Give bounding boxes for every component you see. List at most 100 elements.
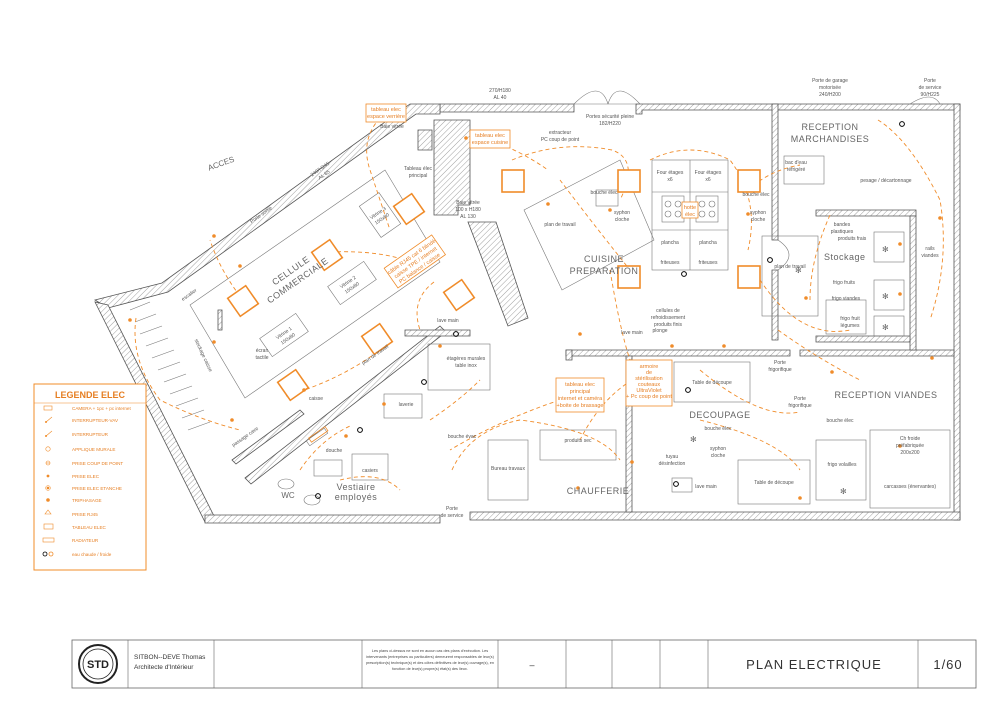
rj45-icon bbox=[44, 509, 52, 515]
bouche-evac: bouche évac bbox=[448, 434, 477, 440]
porte-garage-1: Porte de garage bbox=[812, 78, 848, 84]
svg-text:tableau elec: tableau elec bbox=[565, 382, 595, 388]
disclaimer-line-1: Les plans ci-dessus ne sont en aucun cas… bbox=[372, 649, 488, 653]
room-reception-marchandises-line1: RECEPTION bbox=[801, 122, 858, 132]
room-vestiaire-line2: employés bbox=[335, 492, 378, 502]
caisse: caisse bbox=[309, 396, 323, 402]
baie-side-2: 100 x H180 bbox=[455, 207, 481, 213]
switch-vav-icon bbox=[45, 416, 53, 423]
legend-item-1: INTERRUPTEUR-VAV bbox=[72, 418, 119, 423]
callout-hotte: hotte élec bbox=[681, 201, 699, 219]
frigo-laitages-1: frigo fruit bbox=[840, 316, 860, 322]
legend-item-4: PRISE COUP DE POINT bbox=[72, 461, 123, 466]
svg-text:internet et caméra: internet et caméra bbox=[558, 396, 603, 402]
electrical-symbols: ✻ ✻ ✻ ✻ ✻ ✻ bbox=[128, 121, 942, 500]
callout-armoire: armoire de stérilisation couteaux UltraV… bbox=[625, 359, 673, 407]
porte-frigo-1b: frigorifique bbox=[768, 367, 792, 373]
svg-text:✻: ✻ bbox=[690, 435, 697, 444]
porte-frigo-2b: frigorifique bbox=[788, 403, 812, 409]
bandes-2: plastiques bbox=[831, 229, 854, 235]
room-cuisine-line2: PREPARATION bbox=[570, 266, 639, 276]
bac-2: réfrigéré bbox=[787, 167, 806, 173]
four-2b: x6 bbox=[705, 177, 711, 183]
room-cuisine-line1: CUISINE bbox=[584, 254, 624, 264]
callout-tableau-principal: tableau elec principal internet et camér… bbox=[555, 377, 605, 413]
cellules-1: cellules de bbox=[656, 308, 680, 314]
produits-sec: produits sec bbox=[565, 438, 592, 444]
bouche-elec-1: bouche élec bbox=[591, 190, 618, 196]
frigo-fruits: frigo fruits bbox=[833, 280, 855, 286]
baie-side-1: Baie vitrée bbox=[456, 200, 480, 206]
drawing-title: PLAN ELECTRIQUE bbox=[746, 657, 882, 672]
svg-text:armoire: armoire bbox=[640, 364, 659, 370]
socket-waterproof-icon bbox=[45, 485, 51, 491]
svg-text:de: de bbox=[646, 370, 652, 376]
svg-text:tableau elec: tableau elec bbox=[475, 133, 505, 139]
cellules-3: produits finis bbox=[654, 322, 683, 328]
friteuses-2: friteuses bbox=[699, 260, 718, 266]
syphon-1b: cloche bbox=[615, 217, 630, 223]
lave-main-1: lave main bbox=[621, 330, 643, 336]
callout-tableau-cuisine: tableau elec espace cuisine bbox=[469, 129, 511, 149]
svg-text:+boite de brassage: +boite de brassage bbox=[557, 403, 604, 409]
legend: LEGENDE ELEC CAMERA + 1pc + pc internet … bbox=[33, 383, 147, 571]
extracteur-1: extracteur bbox=[549, 130, 572, 136]
porte-frigo-2a: Porte bbox=[794, 396, 806, 402]
building-walls bbox=[93, 103, 961, 524]
plan-travail-2: plan de travail bbox=[774, 264, 805, 270]
legend-item-8: PRISE RJ45 bbox=[72, 512, 98, 517]
produits-frais: produits frais bbox=[838, 236, 867, 242]
escalier: escalier bbox=[181, 288, 199, 303]
legend-item-0: CAMERA + 1pc + pc internet bbox=[72, 406, 131, 411]
svg-text:✻: ✻ bbox=[882, 245, 889, 254]
porte-garage-3: 240/H200 bbox=[819, 92, 841, 98]
svg-text:principal: principal bbox=[570, 389, 590, 395]
extracteur-2: PC coup de point bbox=[541, 137, 580, 143]
tableau-principal-1: Tableau élec bbox=[404, 166, 433, 172]
callout-tableau-verriere: tableau elec espace verrière bbox=[365, 103, 407, 123]
rails-2: viandes bbox=[921, 253, 939, 259]
legend-item-2: INTERRUPTEUR bbox=[72, 432, 109, 437]
dim-top-2: AL 40 bbox=[494, 95, 507, 101]
ceiling-light-boxes bbox=[226, 169, 761, 402]
title-separator: – bbox=[529, 660, 534, 670]
panel-icon bbox=[43, 523, 54, 530]
camera-icon bbox=[43, 405, 53, 411]
room-acces: ACCES bbox=[207, 155, 236, 173]
svg-text:tableau elec: tableau elec bbox=[371, 107, 401, 113]
water-icon bbox=[42, 551, 54, 557]
lave-main-3: lave main bbox=[695, 484, 717, 490]
lave-main-2: lave main bbox=[437, 318, 459, 324]
plonge: plonge bbox=[652, 328, 667, 334]
porte-service-top-3: 90/H225 bbox=[921, 92, 940, 98]
room-wc: WC bbox=[281, 491, 295, 500]
plancha-2: plancha bbox=[699, 240, 717, 246]
tableau-principal-2: principal bbox=[409, 173, 428, 179]
plancha-1: plancha bbox=[661, 240, 679, 246]
frigo-viandes: frigo viandes bbox=[832, 296, 861, 302]
bandes-1: bandes bbox=[834, 222, 851, 228]
switch-icon bbox=[45, 430, 53, 437]
dim-top-1: 270/H180 bbox=[489, 88, 511, 94]
title-block: STD SITBON--DEVE Thomas Architecte d'Int… bbox=[71, 639, 977, 689]
syphon-1a: syphon bbox=[614, 210, 630, 216]
baie-vitree: Baie vitrée bbox=[380, 124, 404, 130]
room-reception-viandes: RECEPTION VIANDES bbox=[834, 390, 937, 400]
bureau: Bureau travaux bbox=[491, 466, 525, 472]
callout-caisse-network: câble RJ45 cat 6 blindé caisse TPE / int… bbox=[383, 234, 447, 289]
three-phase-icon bbox=[46, 498, 50, 502]
porte-garage-2: motorisée bbox=[819, 85, 841, 91]
douche: douche bbox=[326, 448, 343, 454]
etageres-2: table inox bbox=[455, 363, 477, 369]
svg-text:✻: ✻ bbox=[840, 487, 847, 496]
room-decoupage: DECOUPAGE bbox=[689, 410, 750, 420]
tuyau-2: désinfection bbox=[659, 461, 686, 467]
pesage: pesage / décartonnage bbox=[860, 178, 911, 184]
laverie: laverie bbox=[399, 402, 414, 408]
casiers: casiers bbox=[362, 468, 378, 474]
syphon-2b: cloche bbox=[751, 217, 766, 223]
porte-securite-1: Portes sécurité pleine bbox=[586, 114, 634, 120]
legend-item-10: RADIATEUR bbox=[72, 538, 99, 543]
table-decoupe-2: Table de découpe bbox=[754, 480, 794, 486]
room-chaufferie: CHAUFFERIE bbox=[567, 486, 630, 496]
